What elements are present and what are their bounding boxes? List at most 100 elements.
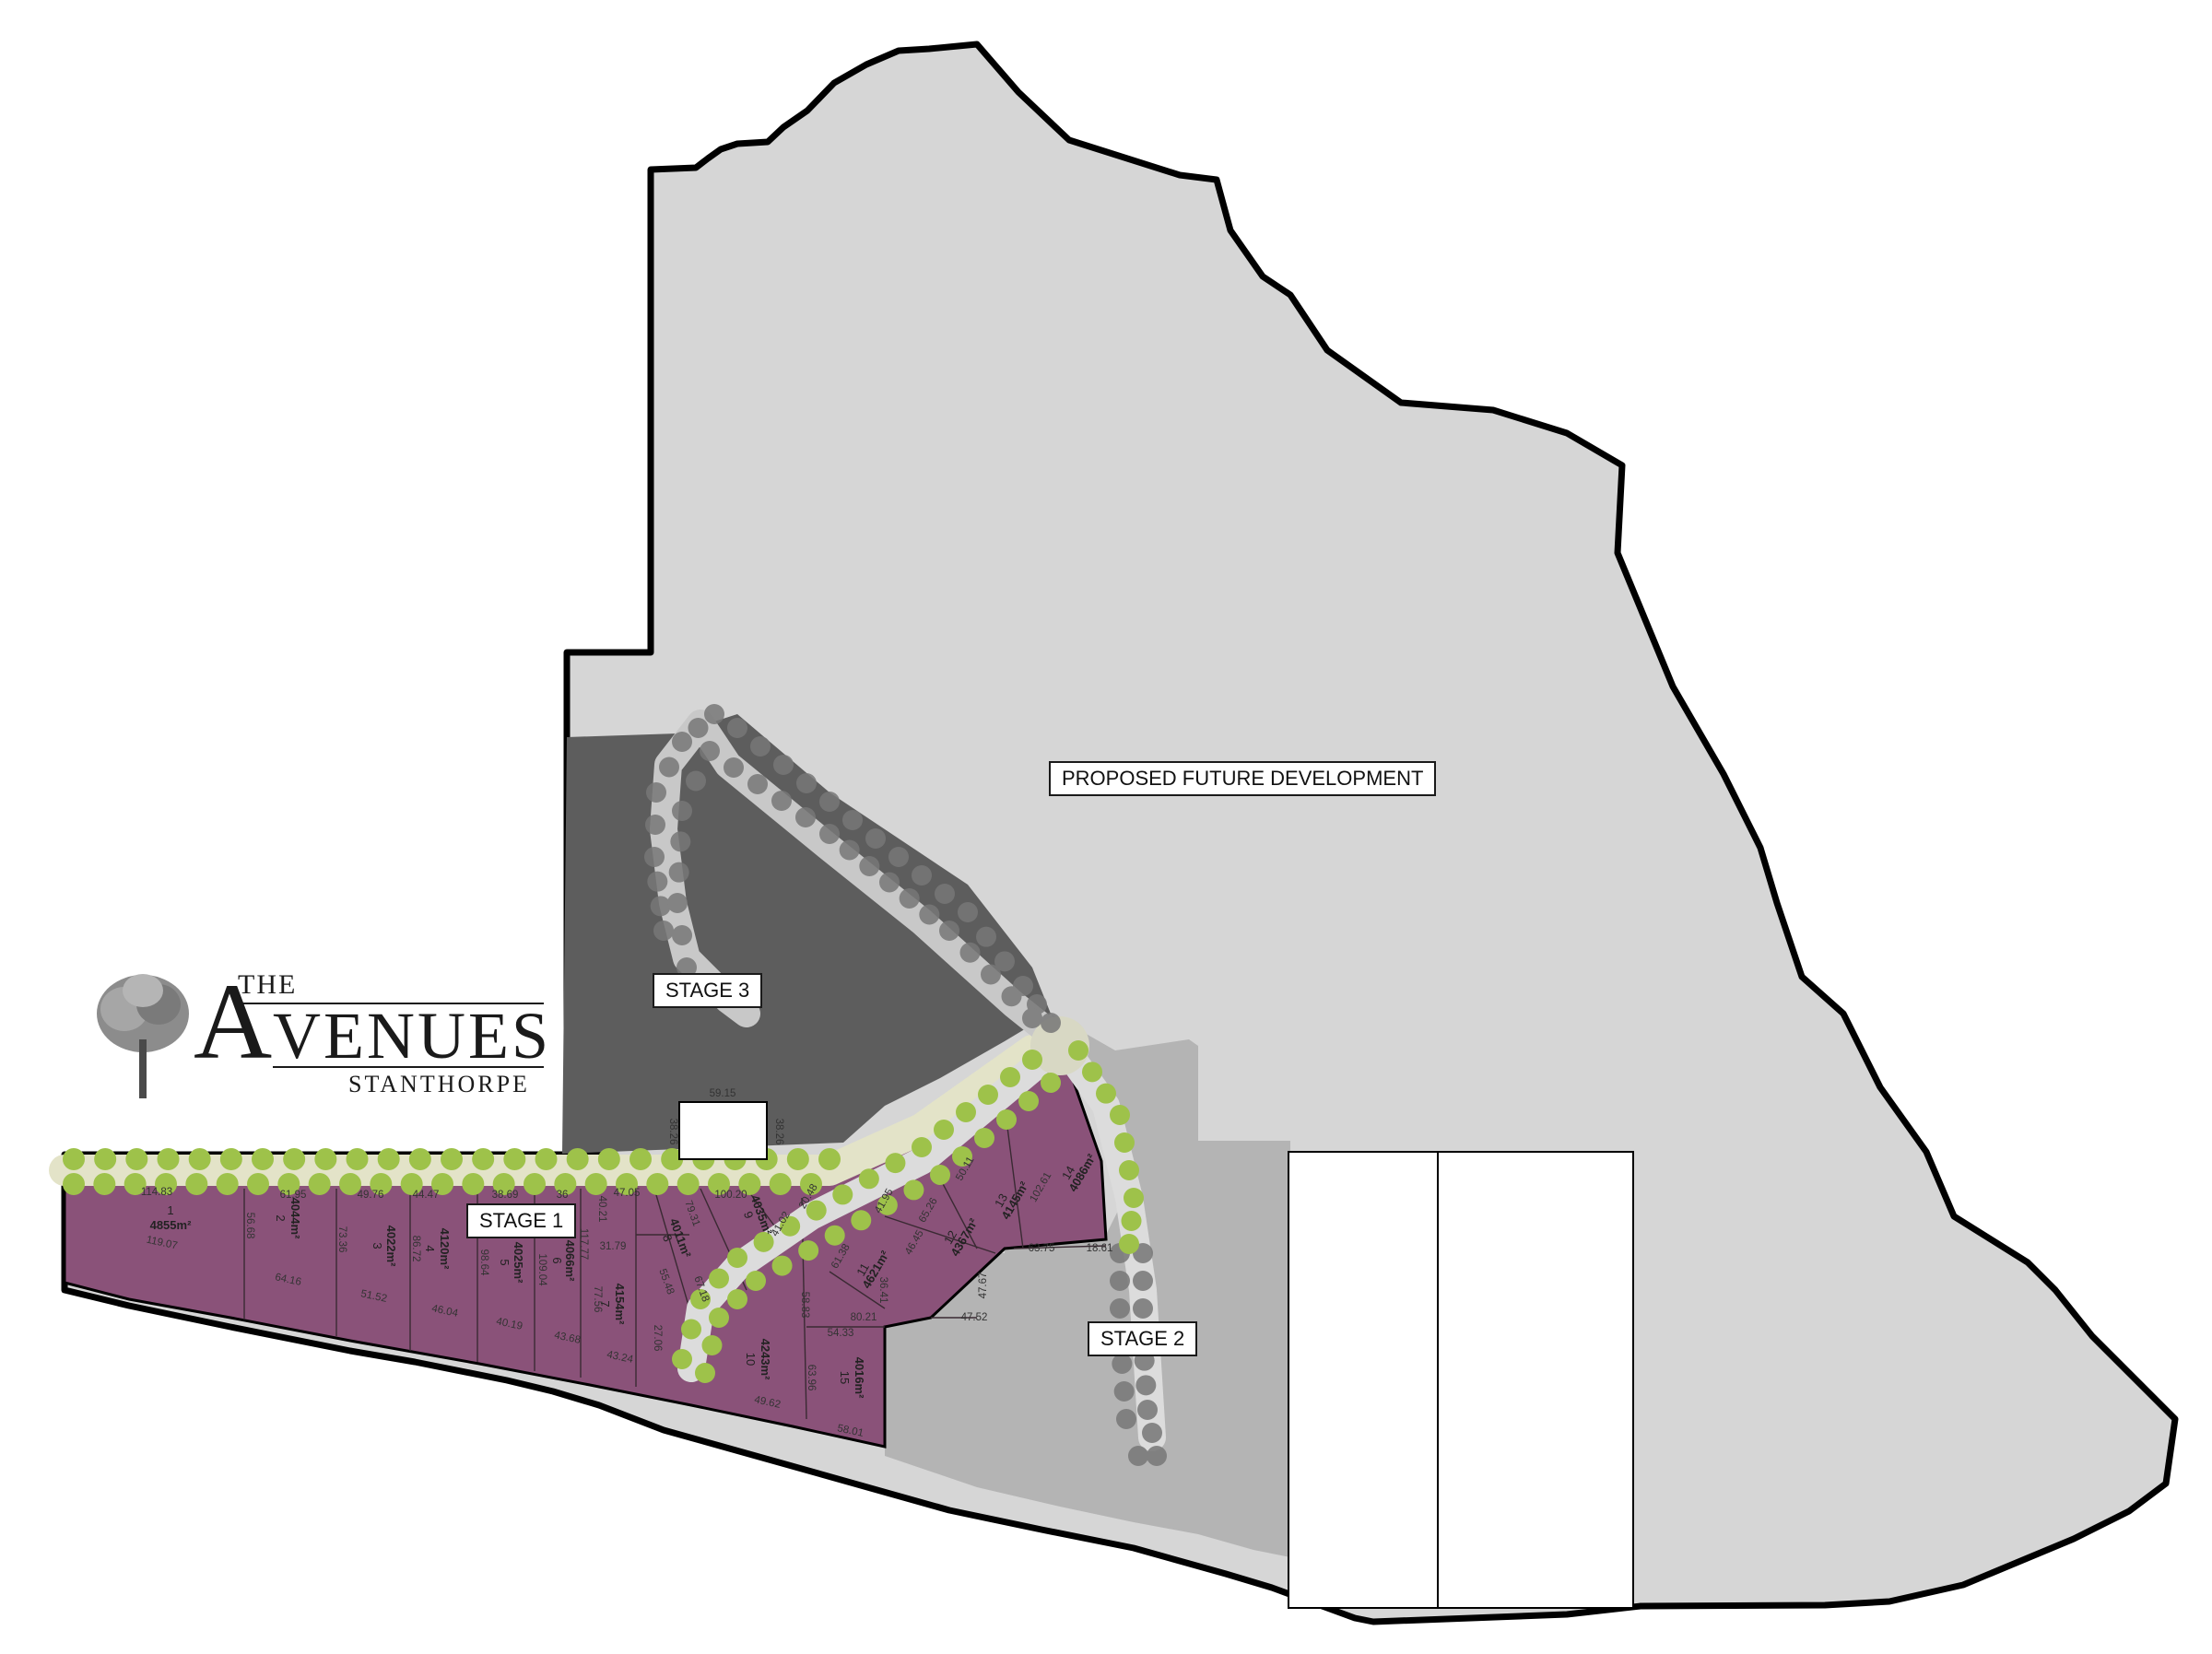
- tree: [738, 1173, 761, 1195]
- tree: [672, 732, 692, 752]
- tree: [1018, 1091, 1039, 1111]
- tree: [283, 1148, 306, 1170]
- tree: [441, 1148, 463, 1170]
- tree-icon: [97, 974, 189, 1098]
- lot-5-area: 4025m²: [512, 1242, 525, 1284]
- dim-label: 73.36: [336, 1226, 347, 1253]
- tree: [377, 1148, 400, 1170]
- lot-3-number: 3: [371, 1242, 384, 1249]
- tree: [462, 1173, 485, 1195]
- tree: [771, 1255, 793, 1276]
- tree: [339, 1173, 361, 1195]
- tree: [858, 1168, 879, 1190]
- tree: [124, 1173, 147, 1195]
- tree: [695, 1363, 715, 1383]
- lot-11-number: 11: [853, 1261, 872, 1278]
- dim-label: 44.47: [413, 1190, 440, 1201]
- lot-10-area: 4243m²: [759, 1339, 772, 1380]
- tree: [672, 925, 692, 945]
- tree: [216, 1173, 239, 1195]
- tree: [1116, 1409, 1136, 1429]
- dim-label: 86.72: [410, 1236, 421, 1262]
- tree: [1022, 1050, 1042, 1070]
- dim-label: 117.77: [578, 1228, 589, 1260]
- tree: [63, 1173, 85, 1195]
- tree: [795, 807, 816, 827]
- tree: [584, 1173, 607, 1195]
- tree: [1110, 1105, 1130, 1125]
- dim-label: 61.95: [280, 1190, 307, 1201]
- tree: [670, 831, 691, 852]
- stage-3-area: [562, 714, 1051, 1154]
- tree: [672, 1349, 692, 1369]
- dim-label: 40.21: [596, 1196, 607, 1223]
- tree: [1133, 1271, 1153, 1291]
- lot-8-number: 8: [660, 1232, 676, 1243]
- tree: [157, 1148, 180, 1170]
- tree: [308, 1173, 331, 1195]
- tree: [832, 1184, 853, 1205]
- dim-label: 54.33: [828, 1328, 854, 1339]
- lot-13-number: 13: [992, 1191, 1010, 1210]
- tree: [709, 1308, 729, 1328]
- small-parcel: [678, 1101, 768, 1160]
- tree: [912, 1137, 932, 1157]
- logo-rule-top: [240, 1003, 544, 1004]
- dim-label: 46.04: [430, 1303, 459, 1320]
- tree: [879, 872, 900, 893]
- lot-15-number: 15: [838, 1371, 852, 1384]
- tree: [431, 1173, 453, 1195]
- tree: [408, 1148, 431, 1170]
- tree: [1124, 1188, 1144, 1208]
- tree: [646, 1173, 669, 1195]
- lot-12-number: 12: [941, 1228, 959, 1247]
- logo-venues: VENUES: [273, 999, 551, 1073]
- dim-label: 98.64: [478, 1249, 489, 1276]
- tree: [704, 704, 724, 724]
- logo-rule-bottom: [273, 1066, 544, 1068]
- tree: [681, 1319, 701, 1340]
- lot-4-area: 4120m²: [438, 1228, 452, 1270]
- tree: [798, 1240, 819, 1261]
- tree: [1114, 1132, 1135, 1153]
- tree: [727, 1248, 747, 1268]
- tree: [1128, 1446, 1148, 1466]
- tree: [185, 1173, 208, 1195]
- tree: [125, 1148, 148, 1170]
- avenues-logo: THE A VENUES STANTHORPE: [92, 968, 548, 1106]
- dim-label: 77.56: [592, 1286, 603, 1313]
- tree: [1096, 1083, 1116, 1104]
- tree: [346, 1148, 369, 1170]
- tree: [952, 1146, 972, 1167]
- tree: [659, 757, 679, 778]
- tree: [677, 957, 697, 978]
- tree: [535, 1148, 558, 1170]
- tree: [686, 770, 706, 792]
- lot-6-area: 4066m²: [563, 1240, 577, 1282]
- lot-9-number: 9: [741, 1209, 757, 1220]
- tree: [912, 865, 932, 886]
- tree: [727, 1289, 747, 1309]
- tree: [769, 1173, 792, 1195]
- tree: [780, 1215, 801, 1237]
- tree: [629, 1148, 652, 1170]
- tree: [746, 1271, 766, 1291]
- tree: [796, 773, 817, 793]
- tree: [667, 893, 688, 913]
- future-development-label: PROPOSED FUTURE DEVELOPMENT: [1049, 761, 1437, 796]
- tree: [63, 1148, 85, 1170]
- tree: [724, 757, 744, 778]
- tree: [930, 1165, 950, 1185]
- tree: [974, 1128, 994, 1148]
- dim-label: 43.24: [606, 1349, 634, 1366]
- dim-label: 80.21: [851, 1312, 877, 1323]
- tree: [818, 1148, 841, 1170]
- lot-1-number: 1: [167, 1203, 173, 1217]
- tree: [994, 951, 1015, 972]
- tree: [885, 1153, 906, 1174]
- tree: [747, 774, 768, 794]
- dim-label: 38.26: [667, 1119, 678, 1145]
- tree: [753, 1231, 774, 1252]
- tree: [1110, 1298, 1130, 1319]
- tree: [899, 888, 920, 909]
